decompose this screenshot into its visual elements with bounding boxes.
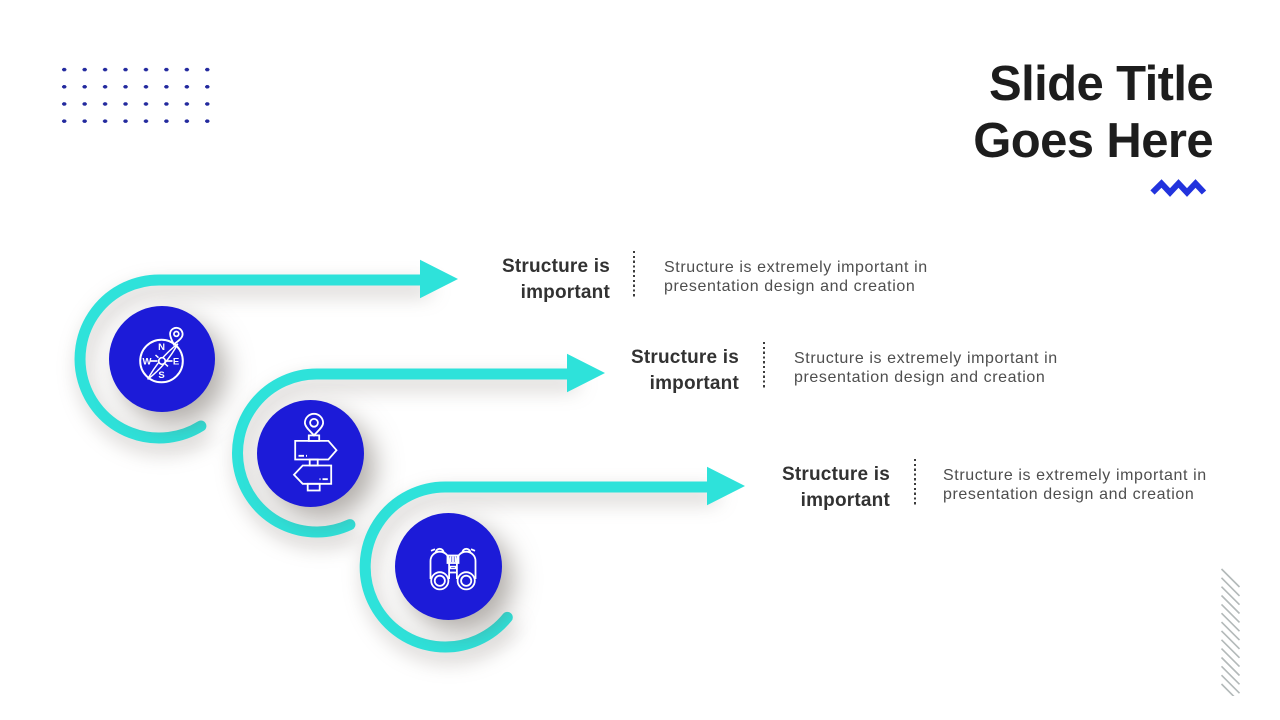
svg-text:E: E xyxy=(173,357,179,368)
svg-text:S: S xyxy=(158,370,164,381)
svg-text:N: N xyxy=(158,342,165,353)
svg-text:W: W xyxy=(143,357,152,368)
